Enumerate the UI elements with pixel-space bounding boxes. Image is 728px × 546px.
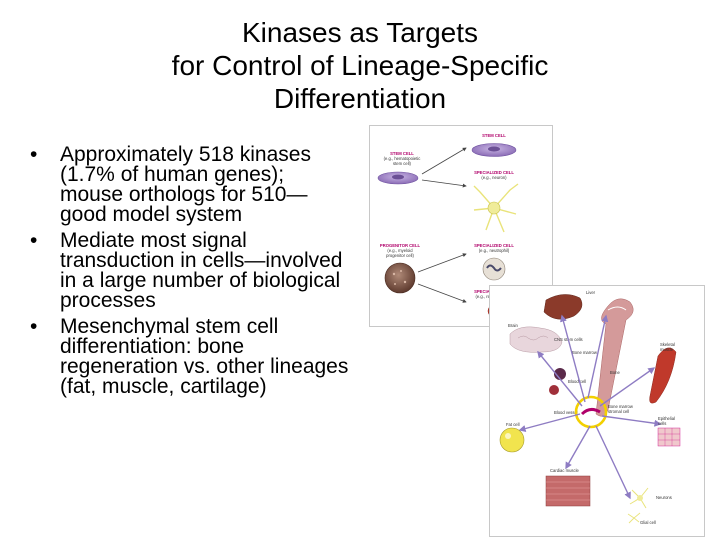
neutrophil-nucleus bbox=[486, 264, 502, 272]
neuron-icon bbox=[473, 183, 519, 233]
label-progenitor-sub2: progenitor cell) bbox=[386, 253, 414, 258]
glial-cell-icon bbox=[627, 512, 641, 524]
stromal-cell-icon bbox=[580, 407, 601, 416]
cardiac-muscle-icon bbox=[545, 475, 591, 507]
granule bbox=[394, 283, 396, 285]
neuron-body bbox=[487, 201, 501, 215]
brain-folds bbox=[517, 335, 549, 341]
label-specialized-neutrophil-sub: (e.g., neutrophil) bbox=[479, 248, 510, 253]
label-brain: Brain bbox=[508, 323, 518, 328]
bullet-dot: • bbox=[30, 143, 38, 166]
stem-cell-left-nucleus bbox=[392, 174, 404, 180]
bullet-text: Approximately 518 kinases (1.7% of human… bbox=[60, 143, 311, 226]
label-epithelial-1: Epithelial bbox=[658, 416, 675, 421]
label-blood-vessel: Blood vessel bbox=[554, 410, 578, 415]
stem-cell-right-nucleus bbox=[488, 146, 500, 152]
label-neurons: Neurons bbox=[656, 495, 672, 500]
granule bbox=[403, 280, 407, 284]
label-fat-cell: Fat cell bbox=[506, 422, 520, 427]
label-stem-cell-left: STEM CELL bbox=[390, 151, 414, 156]
label-cardiac-muscle: Cardiac muscle bbox=[550, 468, 580, 473]
blood-cell-icon bbox=[549, 385, 559, 395]
arrow-to-neuron bbox=[421, 179, 467, 188]
label-specialized-neuron-sub: (e.g., neuron) bbox=[481, 175, 507, 180]
label-epithelial-2: cells bbox=[658, 421, 666, 426]
label-liver: Liver bbox=[586, 290, 596, 295]
title-line-3: Differentiation bbox=[273, 83, 447, 114]
bullet-item: • Mesenchymal stem cell differentiation:… bbox=[30, 315, 350, 398]
stromal-cell-highlight bbox=[574, 395, 608, 429]
skeletal-muscle-icon bbox=[649, 347, 677, 404]
bullet-text: Mediate most signal transduction in cell… bbox=[60, 229, 343, 312]
lineage-diagram: Liver Bone Brain CNS stem cells Bone mar… bbox=[499, 290, 681, 525]
bone-icon bbox=[595, 298, 634, 417]
lineage-arrows bbox=[518, 314, 662, 500]
fat-droplet bbox=[505, 433, 511, 439]
granule bbox=[400, 270, 402, 272]
bullet-dot: • bbox=[30, 315, 38, 338]
neurons-icon bbox=[629, 487, 649, 509]
arrow-to-stem-cell bbox=[421, 147, 467, 175]
bullet-text: Mesenchymal stem cell differentiation: b… bbox=[60, 315, 349, 398]
label-specialized-neuron: SPECIALIZED CELL bbox=[474, 170, 514, 175]
neuron-body-small bbox=[637, 495, 643, 501]
epithelial-cells-icon bbox=[657, 427, 681, 447]
title-line-2: for Control of Lineage-Specific bbox=[171, 50, 549, 81]
label-bone-marrow: Bone marrow bbox=[572, 350, 598, 355]
label-progenitor: PROGENITOR CELL bbox=[380, 243, 421, 248]
blood-cell-icon bbox=[554, 368, 566, 380]
arrow-to-neutrophil bbox=[417, 253, 467, 273]
label-stromal-cell-2: stromal cell bbox=[608, 409, 629, 414]
label-skeletal-muscle-1: Skeletal bbox=[660, 342, 675, 347]
bullet-dot: • bbox=[30, 229, 38, 252]
label-bone: Bone bbox=[610, 370, 620, 375]
bone-highlight bbox=[607, 306, 627, 311]
title-line-1: Kinases as Targets bbox=[241, 17, 479, 48]
muscle-striations bbox=[546, 481, 590, 501]
label-stem-cell-left-sub1: (e.g., hematopoietic bbox=[384, 156, 421, 161]
label-specialized-neutrophil: SPECIALIZED CELL bbox=[474, 243, 514, 248]
stem-cell-figure: STEM CELL (e.g., hematopoietic stem cell… bbox=[369, 125, 553, 327]
arrow-to-red-blood-cell bbox=[417, 283, 467, 303]
progenitor-cell-shape bbox=[384, 262, 416, 294]
epithelial-grid bbox=[658, 428, 680, 446]
label-stem-cell-left-sub2: stem cell) bbox=[393, 161, 412, 166]
liver-icon bbox=[543, 294, 583, 320]
lineage-figure: Liver Bone Brain CNS stem cells Bone mar… bbox=[489, 285, 705, 537]
bullet-list: • Approximately 518 kinases (1.7% of hum… bbox=[30, 143, 350, 403]
label-stromal-cell-1: Bone marrow bbox=[608, 404, 634, 409]
label-stem-cell: STEM CELL bbox=[482, 133, 506, 138]
label-blood-cell: Blood cell bbox=[568, 379, 586, 384]
bullet-item: • Mediate most signal transduction in ce… bbox=[30, 229, 350, 312]
label-glial-cell: Glial cell bbox=[640, 520, 656, 525]
slide-title: Kinases as Targets for Control of Lineag… bbox=[60, 16, 660, 115]
granule bbox=[392, 272, 396, 276]
fat-cell-icon bbox=[499, 427, 525, 453]
label-skeletal-muscle-2: muscle bbox=[660, 347, 674, 352]
bullet-item: • Approximately 518 kinases (1.7% of hum… bbox=[30, 143, 350, 226]
label-progenitor-sub1: (e.g., myeloid bbox=[387, 248, 413, 253]
